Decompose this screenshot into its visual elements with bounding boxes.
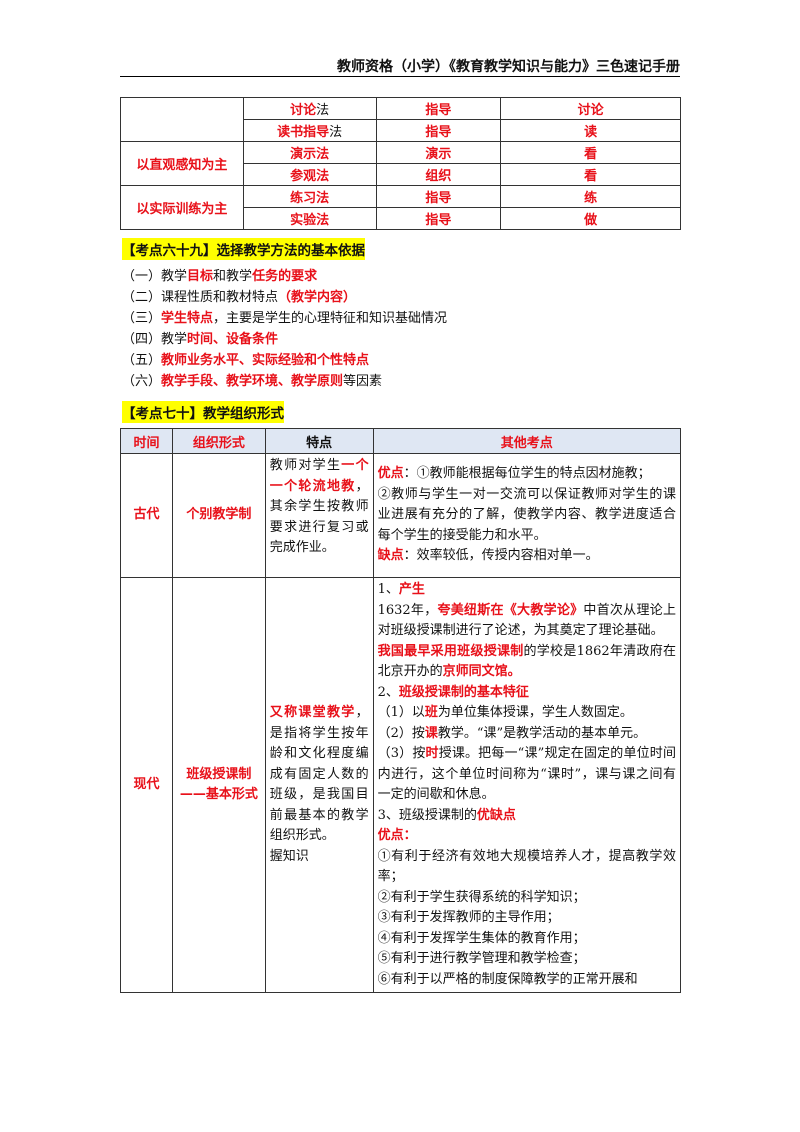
notes-cell: 优点：①教师能根据每位学生的特点因材施教； ②教师与学生一对一交流可以保证教师对… xyxy=(372,453,682,578)
form-cell: 个别教学制 xyxy=(171,453,266,578)
form-cell: 班级授课制——基本形式 xyxy=(171,577,266,993)
group-cell: 以实际训练为主 xyxy=(120,185,244,230)
time-cell: 现代 xyxy=(120,577,173,993)
page-header: 教师资格（小学）《教育教学知识与能力》三色速记手册 xyxy=(337,59,680,75)
teacher-role-cell: 演示 xyxy=(375,141,502,164)
student-activity-cell: 练 xyxy=(500,185,681,208)
table-row: 以直观感知为主 演示法 演示 看 xyxy=(120,141,681,186)
teacher-role-cell: 指导 xyxy=(375,207,502,230)
method-cell: 读书指导法 xyxy=(242,119,377,142)
group-cell: 以直观感知为主 xyxy=(120,141,244,186)
header-rule xyxy=(120,76,680,77)
table-row: 讨论法 指导 讨论 xyxy=(120,97,681,142)
group-cell xyxy=(120,97,244,142)
section-70-title: 【考点七十】教学组织形式 xyxy=(122,401,284,423)
list-item: （三）学生特点，主要是学生的心理特征和知识基础情况 xyxy=(122,311,448,326)
student-activity-cell: 读 xyxy=(500,119,681,142)
method-cell: 练习法 xyxy=(242,185,377,208)
organization-forms-table: 时间 组织形式 特点 其他考点 古代 个别教学制 教师对学生一个一个轮流地教，其… xyxy=(120,428,682,993)
method-cell: 参观法 xyxy=(242,163,377,186)
table-row: 读书指导法 指导 读 xyxy=(121,119,681,142)
list-item: （二）课程性质和教材特点（教学内容） xyxy=(122,290,357,305)
student-activity-cell: 看 xyxy=(500,163,681,186)
table-header-row: 时间 组织形式 特点 其他考点 xyxy=(120,428,682,454)
method-cell: 实验法 xyxy=(242,207,377,230)
method-cell: 讨论法 xyxy=(242,97,377,120)
teacher-role-cell: 组织 xyxy=(375,163,502,186)
feature-cell: 教师对学生一个一个轮流地教，其余学生按教师要求进行复习或完成作业。 xyxy=(264,453,374,578)
basis-list: （一）教学目标和教学任务的要求 （二）课程性质和教材特点（教学内容） （三）学生… xyxy=(122,266,447,392)
student-activity-cell: 做 xyxy=(500,207,681,230)
time-cell: 古代 xyxy=(120,453,173,578)
table-row: 实验法 指导 做 xyxy=(121,207,681,230)
list-item: （六）教学手段、教学环境、教学原则等因素 xyxy=(122,374,383,389)
student-activity-cell: 看 xyxy=(500,141,681,164)
list-item: （一）教学目标和教学任务的要求 xyxy=(122,269,318,284)
table-row-modern: 现代 班级授课制——基本形式 又称课堂教学，是指将学生按年龄和文化程度编成有固定… xyxy=(120,577,682,993)
column-header: 组织形式 xyxy=(171,428,266,454)
list-item: （四）教学时间、设备条件 xyxy=(122,332,279,347)
method-cell: 演示法 xyxy=(242,141,377,164)
teacher-role-cell: 指导 xyxy=(375,119,502,142)
table-row: 参观法 组织 看 xyxy=(121,163,681,186)
column-header: 其他考点 xyxy=(372,428,682,454)
list-item: （五）教师业务水平、实际经验和个性特点 xyxy=(122,353,370,368)
table-row: 以实际训练为主 练习法 指导 练 xyxy=(120,185,681,230)
table-row-ancient: 古代 个别教学制 教师对学生一个一个轮流地教，其余学生按教师要求进行复习或完成作… xyxy=(120,453,682,578)
student-activity-cell: 讨论 xyxy=(500,97,681,120)
notes-cell: 1、产生 1632年，夸美纽斯在《大教学论》中首次从理论上对班级授课制进行了论述… xyxy=(372,577,682,993)
teacher-role-cell: 指导 xyxy=(375,185,502,208)
column-header: 特点 xyxy=(264,428,374,454)
feature-cell: 又称课堂教学，是指将学生按年龄和文化程度编成有固定人数的班级，是我国目前最基本的… xyxy=(264,577,374,993)
column-header: 时间 xyxy=(120,428,173,454)
section-69-title: 【考点六十九】选择教学方法的基本依据 xyxy=(122,238,365,260)
teaching-methods-table: 讨论法 指导 讨论 读书指导法 指导 读 以直观感知为主 演示法 演示 看 参观… xyxy=(120,97,681,230)
teacher-role-cell: 指导 xyxy=(375,97,502,120)
